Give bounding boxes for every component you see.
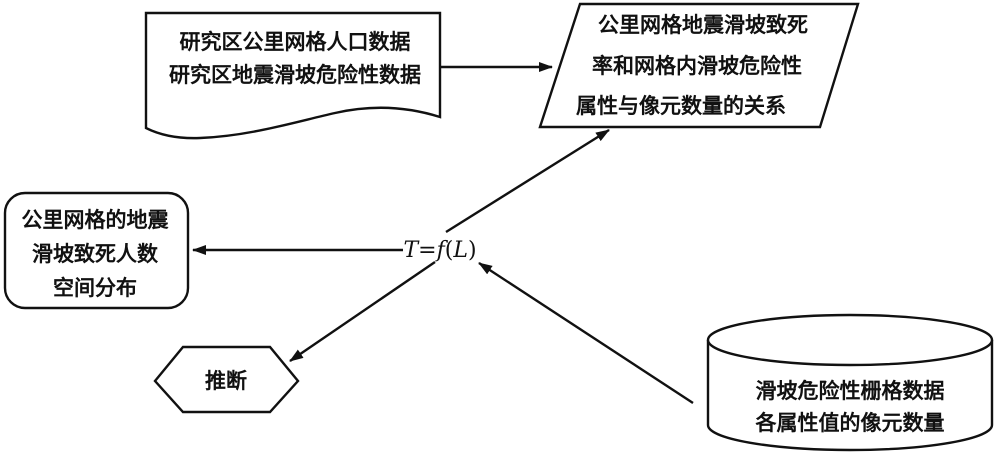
- edge-formula-to-inference: [289, 261, 436, 362]
- output-line-1: 公里网格的地震: [22, 207, 170, 232]
- relation-line-2: 率和网格内滑坡危险性: [592, 53, 802, 78]
- node-formula: T=f(L): [403, 238, 476, 263]
- output-line-2: 滑坡致死人数: [32, 241, 159, 266]
- cylinder-top: [706, 313, 994, 367]
- node-output-distribution: 公里网格的地震 滑坡致死人数 空间分布: [3, 191, 190, 310]
- node-inference: 推断: [153, 345, 300, 414]
- relation-line-1: 公里网格地震滑坡致死: [598, 12, 808, 37]
- document-shape: [144, 11, 442, 140]
- node-raster-db: 滑坡危险性栅格数据 各属性值的像元数量: [706, 313, 994, 452]
- formula-l: L: [452, 238, 468, 263]
- formula-paren-close: ): [468, 238, 477, 263]
- node-input-data: 研究区公里网格人口数据 研究区地震滑坡危险性数据: [144, 11, 442, 140]
- input-data-line-2: 研究区地震滑坡危险性数据: [169, 62, 421, 87]
- parallelogram-shape: [538, 2, 860, 129]
- node-relation: 公里网格地震滑坡致死 率和网格内滑坡危险性 属性与像元数量的关系: [538, 2, 860, 129]
- formula-equals: =: [418, 238, 436, 263]
- hexagon-shape: [153, 345, 300, 414]
- formula-paren-open: (: [445, 238, 454, 263]
- raster-line-2: 各属性值的像元数量: [755, 410, 945, 435]
- raster-line-1: 滑坡危险性栅格数据: [756, 378, 945, 403]
- edge-raster-to-formula: [478, 261, 694, 405]
- cylinder-body: [706, 340, 994, 452]
- rounded-rect-shape: [3, 191, 190, 310]
- input-data-line-1: 研究区公里网格人口数据: [180, 29, 411, 54]
- formula-text: T=f(L): [403, 238, 476, 263]
- edge-formula-to-relation: [445, 128, 610, 234]
- formula-t: T: [403, 238, 420, 263]
- inference-label: 推断: [205, 368, 247, 393]
- output-line-3: 空间分布: [53, 275, 137, 300]
- relation-line-3: 属性与像元数量的关系: [576, 93, 786, 118]
